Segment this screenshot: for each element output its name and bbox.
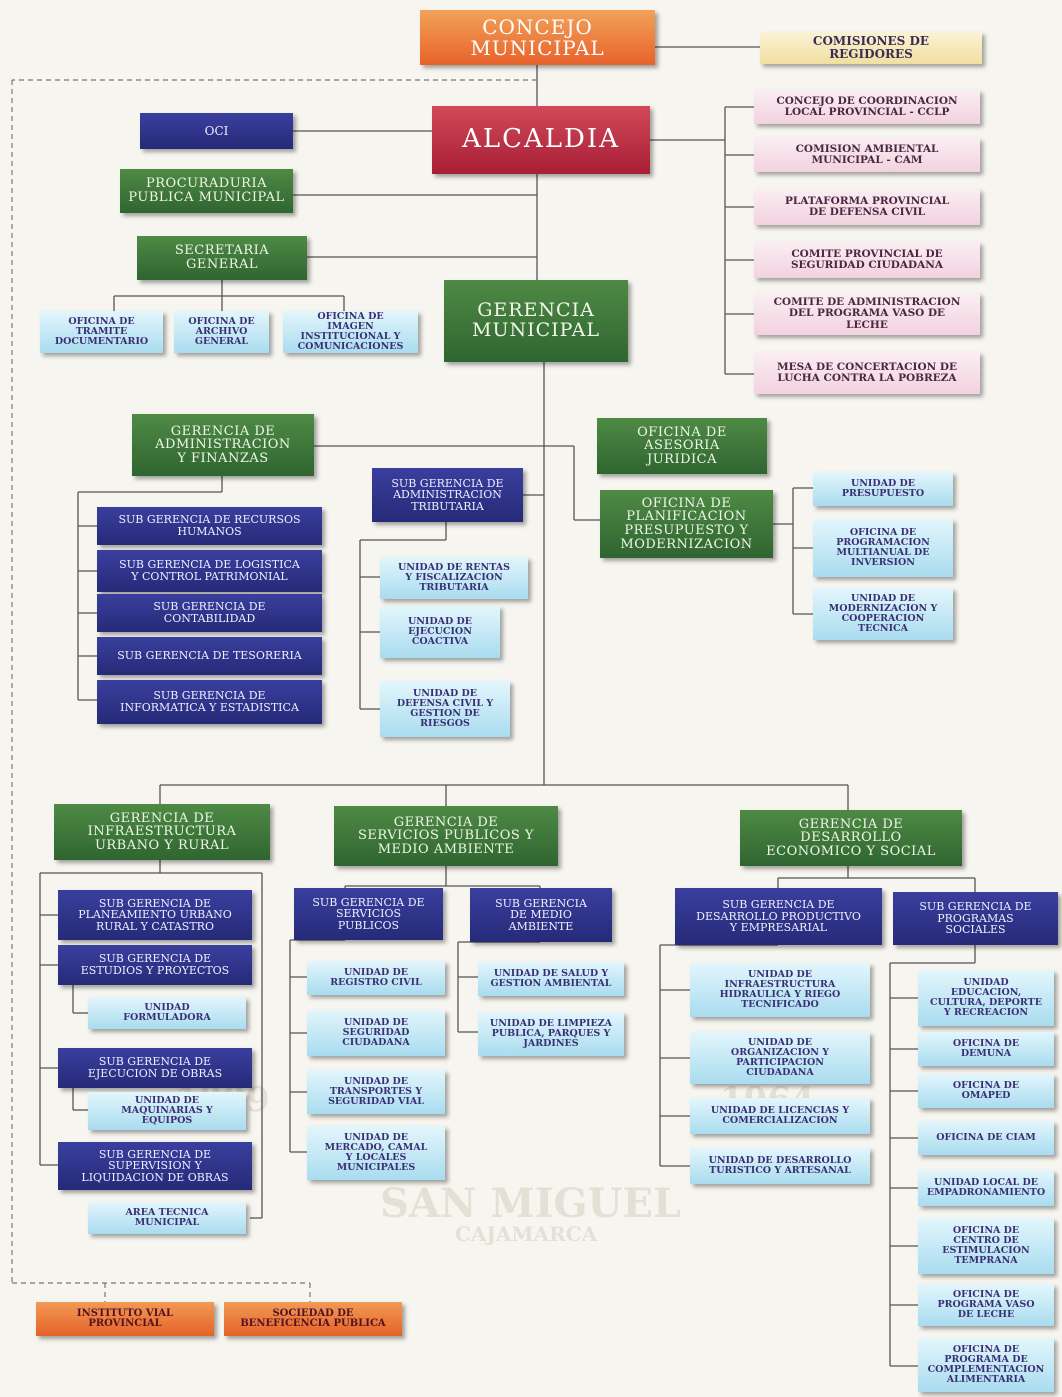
consejo-item: COMITE PROVINCIAL DE SEGURIDAD CIUDADANA	[754, 242, 980, 278]
admin-sub-gerencia: SUB GERENCIA DE CONTABILIDAD	[97, 594, 322, 632]
servicios-unidad: UNIDAD DE TRANSPORTES Y SEGURIDAD VIAL	[307, 1070, 445, 1114]
programas-unidad: UNIDAD LOCAL DE EMPADRONAMIENTO	[918, 1170, 1054, 1206]
planificacion-unidad: OFICINA DE PROGRAMACION MULTIANUAL DE IN…	[813, 519, 953, 577]
comisiones-regidores-box: COMISIONES DE REGIDORES	[760, 32, 982, 64]
consejo-item: CONCEJO DE COORDINACION LOCAL PROVINCIAL…	[754, 90, 980, 124]
programas-unidad: OFICINA DE CENTRO DE ESTIMULACION TEMPRA…	[918, 1218, 1054, 1274]
consejo-item: COMISION AMBIENTAL MUNICIPAL - CAM	[754, 138, 980, 172]
secretaria-oficina: OFICINA DE TRAMITE DOCUMENTARIO	[40, 311, 163, 353]
alcaldia-box: ALCALDIA	[432, 106, 650, 174]
tributaria-unidad: UNIDAD DE RENTAS Y FISCALIZACION TRIBUTA…	[380, 557, 528, 599]
infra-unidad: UNIDAD FORMULADORA	[88, 997, 246, 1029]
secretaria-oficina: OFICINA DE ARCHIVO GENERAL	[174, 311, 269, 353]
medio-ambiente-unidad: UNIDAD DE SALUD Y GESTION AMBIENTAL	[478, 962, 624, 996]
infra-unidad: UNIDAD DE MAQUINARIAS Y EQUIPOS	[88, 1092, 246, 1130]
gerencia-servicios-box: GERENCIA DE SERVICIOS PUBLICOS Y MEDIO A…	[334, 806, 558, 866]
servicios-unidad: UNIDAD DE SEGURIDAD CIUDADANA	[307, 1010, 445, 1056]
programas-unidad: OFICINA DE OMAPED	[918, 1074, 1054, 1108]
infra-unidad: AREA TECNICA MUNICIPAL	[88, 1202, 246, 1234]
oci-box: OCI	[140, 113, 293, 149]
asesoria-juridica-box: OFICINA DE ASESORIA JURIDICA	[597, 418, 767, 474]
sub-gerencia-medio-ambiente-box: SUB GERENCIA DE MEDIO AMBIENTE	[470, 888, 612, 942]
admin-sub-gerencia: SUB GERENCIA DE TESORERIA	[97, 637, 322, 675]
sub-gerencia-programas-box: SUB GERENCIA DE PROGRAMAS SOCIALES	[893, 892, 1058, 945]
sub-gerencia-servicios-publicos-box: SUB GERENCIA DE SERVICIOS PUBLICOS	[294, 888, 443, 940]
sub-gerencia-productivo-box: SUB GERENCIA DE DESARROLLO PRODUCTIVO Y …	[675, 888, 882, 945]
infra-sub-gerencia: SUB GERENCIA DE SUPERVISION Y LIQUIDACIO…	[58, 1142, 252, 1190]
servicios-unidad: UNIDAD DE REGISTRO CIVIL	[307, 961, 445, 995]
productivo-unidad: UNIDAD DE ORGANIZACION Y PARTICIPACION C…	[690, 1032, 870, 1084]
sociedad-beneficencia-box: SOCIEDAD DE BENEFICENCIA PUBLICA	[224, 1302, 402, 1336]
consejo-item: COMITE DE ADMINISTRACION DEL PROGRAMA VA…	[754, 293, 980, 335]
sub-gerencia-tributaria-box: SUB GERENCIA DE ADMINISTRACION TRIBUTARI…	[372, 468, 523, 522]
instituto-vial-box: INSTITUTO VIAL PROVINCIAL	[36, 1302, 214, 1336]
programas-unidad: OFICINA DE DEMUNA	[918, 1032, 1054, 1066]
gerencia-admin-finanzas-box: GERENCIA DE ADMINISTRACION Y FINANZAS	[132, 414, 314, 476]
watermark-region: CAJAMARCA	[455, 1222, 598, 1246]
productivo-unidad: UNIDAD DE INFRAESTRUCTURA HIDRAULICA Y R…	[690, 963, 870, 1017]
concejo-municipal-box: CONCEJO MUNICIPAL	[420, 10, 655, 65]
secretaria-general-box: SECRETARIA GENERAL	[137, 236, 307, 280]
admin-sub-gerencia: SUB GERENCIA DE LOGISTICA Y CONTROL PATR…	[97, 550, 322, 592]
medio-ambiente-unidad: UNIDAD DE LIMPIEZA PUBLICA, PARQUES Y JA…	[478, 1012, 624, 1056]
programas-unidad: UNIDAD EDUCACION, CULTURA, DEPORTE Y REC…	[918, 970, 1054, 1026]
consejo-item: PLATAFORMA PROVINCIAL DE DEFENSA CIVIL	[754, 189, 980, 225]
tributaria-unidad: UNIDAD DE DEFENSA CIVIL Y GESTION DE RIE…	[380, 681, 510, 737]
watermark-city: SAN MIGUEL	[380, 1180, 682, 1227]
gerencia-infraestructura-box: GERENCIA DE INFRAESTRUCTURA URBANO Y RUR…	[54, 804, 270, 860]
gerencia-municipal-box: GERENCIA MUNICIPAL	[444, 280, 628, 362]
infra-sub-gerencia: SUB GERENCIA DE EJECUCION DE OBRAS	[58, 1048, 252, 1088]
admin-sub-gerencia: SUB GERENCIA DE RECURSOS HUMANOS	[97, 507, 322, 545]
infra-sub-gerencia: SUB GERENCIA DE PLANEAMIENTO URBANO RURA…	[58, 890, 252, 940]
secretaria-oficina: OFICINA DE IMAGEN INSTITUCIONAL Y COMUNI…	[283, 311, 418, 353]
admin-sub-gerencia: SUB GERENCIA DE INFORMATICA Y ESTADISTIC…	[97, 680, 322, 724]
productivo-unidad: UNIDAD DE DESARROLLO TURISTICO Y ARTESAN…	[690, 1148, 870, 1184]
procuraduria-box: PROCURADURIA PUBLICA MUNICIPAL	[120, 169, 293, 213]
planificacion-unidad: UNIDAD DE PRESUPUESTO	[813, 472, 953, 506]
tributaria-unidad: UNIDAD DE EJECUCION COACTIVA	[380, 606, 500, 658]
servicios-unidad: UNIDAD DE MERCADO, CAMAL Y LOCALES MUNIC…	[307, 1126, 445, 1180]
infra-sub-gerencia: SUB GERENCIA DE ESTUDIOS Y PROYECTOS	[58, 945, 252, 985]
programas-unidad: OFICINA DE CIAM	[918, 1121, 1054, 1155]
programas-unidad: OFICINA DE PROGRAMA DE COMPLEMENTACION A…	[918, 1338, 1054, 1392]
gerencia-desarrollo-box: GERENCIA DE DESARROLLO ECONOMICO Y SOCIA…	[740, 810, 962, 866]
productivo-unidad: UNIDAD DE LICENCIAS Y COMERCIALIZACION	[690, 1098, 870, 1134]
consejo-item: MESA DE CONCERTACION DE LUCHA CONTRA LA …	[754, 352, 980, 394]
planificacion-unidad: UNIDAD DE MODERNIZACION Y COOPERACION TE…	[813, 588, 953, 640]
programas-unidad: OFICINA DE PROGRAMA VASO DE LECHE	[918, 1284, 1054, 1326]
planificacion-box: OFICINA DE PLANIFICACION PRESUPUESTO Y M…	[600, 490, 773, 558]
